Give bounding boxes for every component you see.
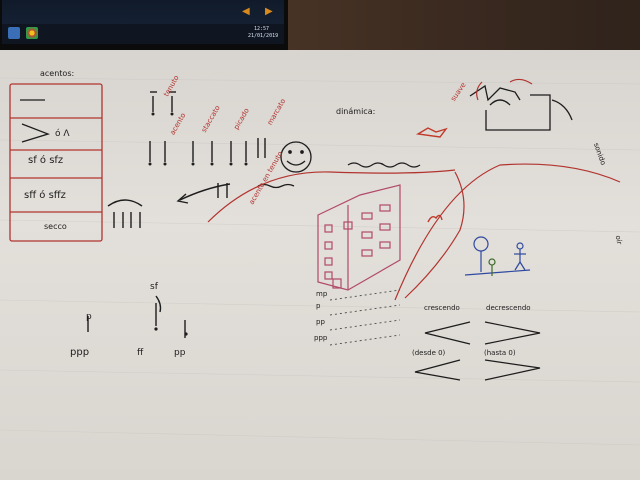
margin-word-oir: oír <box>613 234 624 246</box>
hill-lines <box>207 163 621 301</box>
desde-label: (desde 0) <box>412 349 446 357</box>
building-label-ppp: ppp <box>314 334 328 342</box>
dyn-ppp: ppp <box>70 347 90 358</box>
dyn-ff: ff <box>137 348 144 358</box>
monitor-screen: 12:57 21/01/2019 ◀ ▶ <box>2 0 284 44</box>
whiteboard <box>0 50 640 480</box>
accents-row-sf: sf ó sfz <box>28 155 64 166</box>
building-label-pp: pp <box>316 318 325 326</box>
start-icon[interactable] <box>8 27 20 39</box>
hairpins <box>414 321 541 381</box>
notes-row <box>87 91 266 338</box>
dyn-sf: sf <box>150 282 158 292</box>
prev-slide-icon[interactable]: ◀ <box>242 6 250 17</box>
decrescendo-label: decrescendo <box>486 304 531 312</box>
monitor-frame: 12:57 21/01/2019 ◀ ▶ <box>0 0 288 50</box>
clock-time: 12:57 <box>254 26 270 32</box>
clock-date: 21/01/2019 <box>248 33 279 39</box>
dyn-p: p <box>86 312 92 322</box>
taskbar: 12:57 21/01/2019 <box>2 24 284 44</box>
smiley-face-icon <box>280 141 312 173</box>
dyn-pp: pp <box>174 348 186 358</box>
hasta-label: (hasta 0) <box>484 349 516 357</box>
building-label-mp: mp <box>316 290 328 298</box>
browser-icon[interactable] <box>26 27 38 39</box>
accent-alt: ó Λ <box>55 129 70 139</box>
accents-row-sff: sff ó sffz <box>24 190 66 201</box>
building-label-p: p <box>316 302 321 310</box>
crescendo-label: crescendo <box>424 304 460 312</box>
next-slide-icon[interactable]: ▶ <box>265 6 273 17</box>
accents-title: acentos: <box>40 69 75 78</box>
dynamics-title: dinámica: <box>336 107 376 116</box>
trees-drawing <box>469 84 573 131</box>
accents-table <box>9 83 103 242</box>
accents-row-secco: secco <box>44 222 67 231</box>
building-drawing <box>317 184 401 291</box>
people-drawing <box>464 236 531 276</box>
